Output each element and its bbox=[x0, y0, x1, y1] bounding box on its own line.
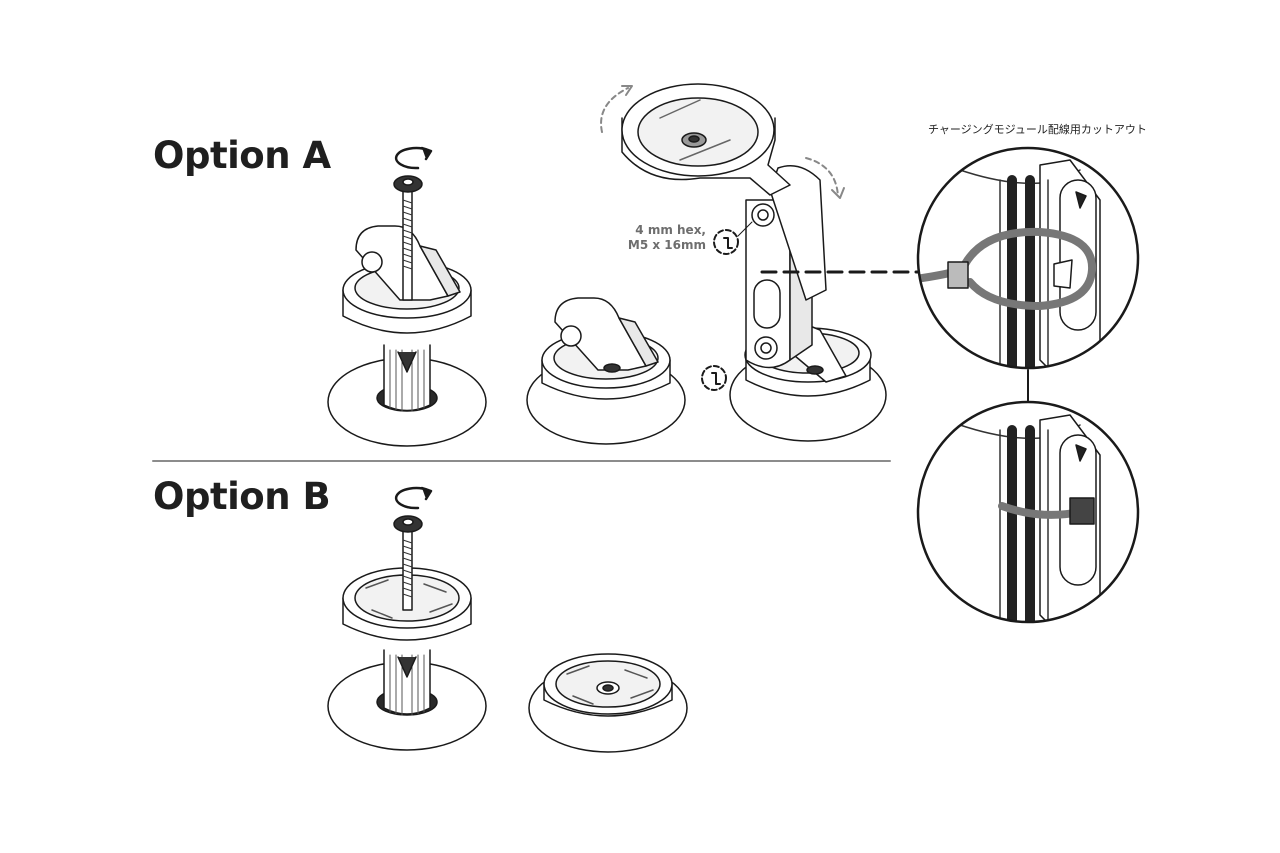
rotate-arrow-icon bbox=[394, 146, 433, 170]
rotate-arrow-icon bbox=[394, 486, 433, 510]
pivot-arrow-icon bbox=[600, 87, 629, 133]
option-a-step3-arm-assembly bbox=[600, 83, 887, 442]
option-b-step2-mount bbox=[528, 653, 688, 753]
hex-spec-line-2: M5 x 16mm bbox=[627, 238, 706, 252]
hex-key-icon bbox=[701, 365, 727, 391]
hex-spec-line-1: 4 mm hex, bbox=[635, 223, 706, 237]
option-b-label: Option B bbox=[153, 475, 331, 518]
option-a-step1-assembly bbox=[327, 146, 487, 447]
hex-key-icon bbox=[713, 229, 739, 255]
detail-circle-cable-routed bbox=[918, 402, 1138, 622]
option-a-label: Option A bbox=[153, 134, 331, 177]
option-a-step2-mount bbox=[526, 297, 686, 445]
option-b-step1-assembly bbox=[327, 486, 487, 751]
pivot-arrow-icon bbox=[805, 157, 839, 197]
cutout-callout-label: チャージングモジュール配線用カットアウト bbox=[928, 123, 1147, 136]
detail-circle-cable-tie bbox=[918, 148, 1138, 368]
